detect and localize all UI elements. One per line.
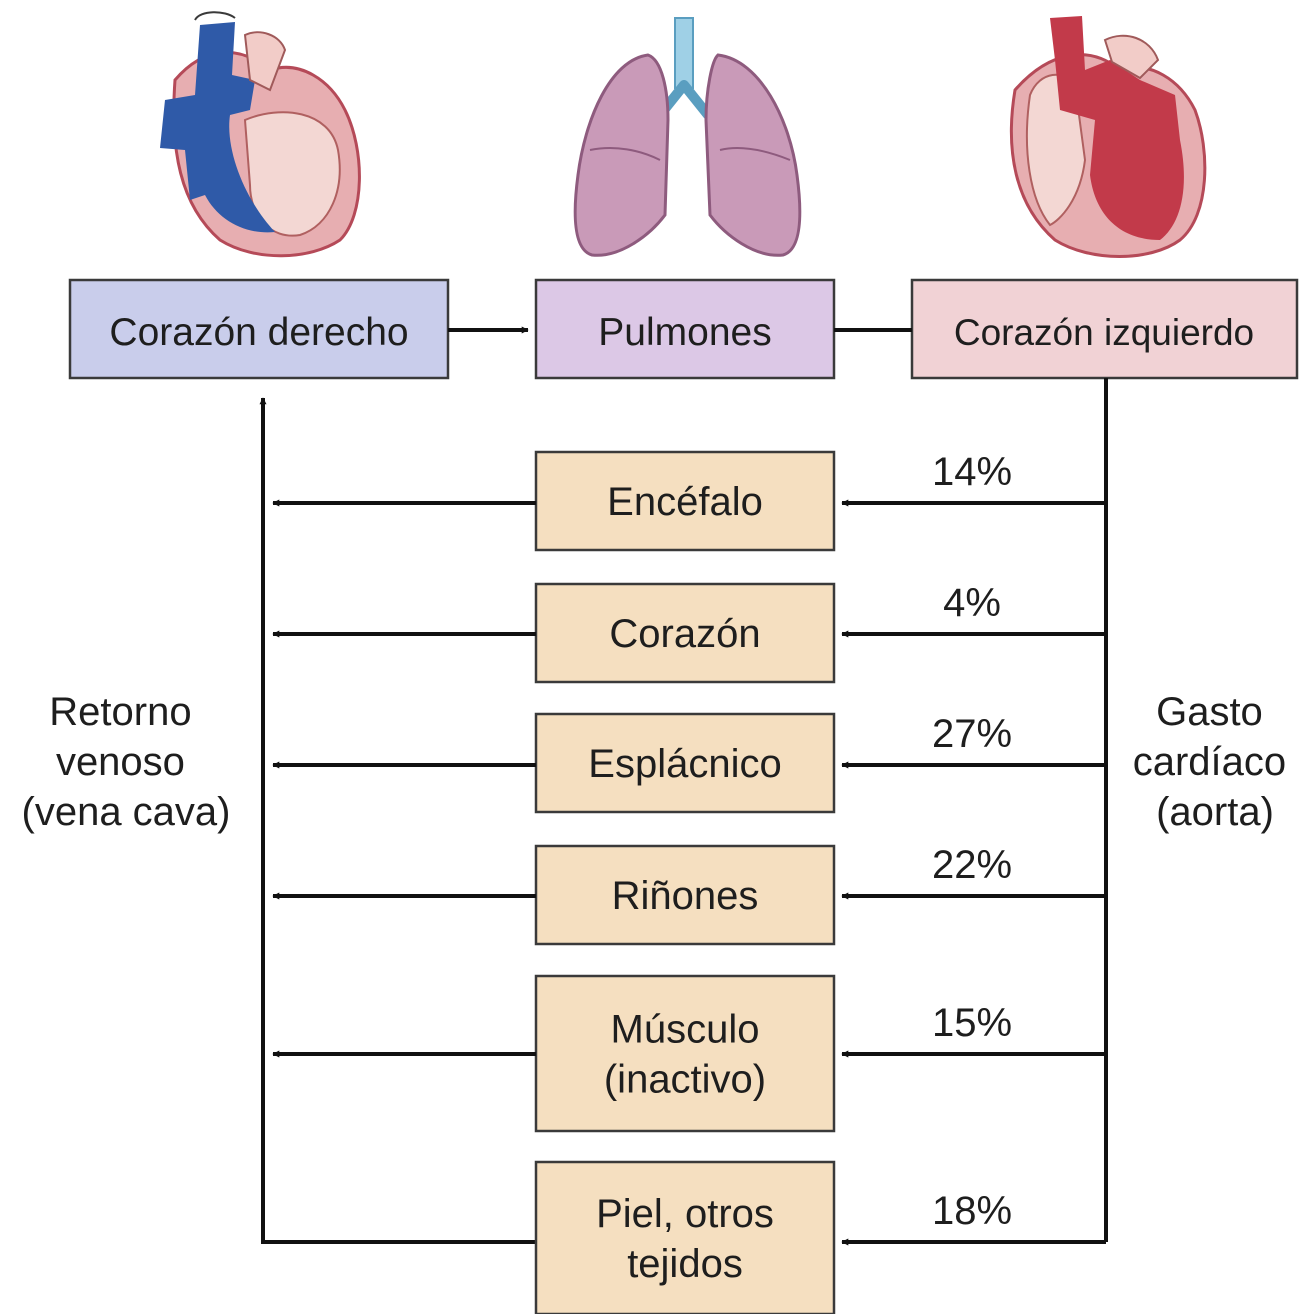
flow-percent-label: 4% <box>943 581 1001 625</box>
right-heart-box: Corazón derecho <box>70 280 448 378</box>
left-heart-box: Corazón izquierdo <box>912 280 1297 378</box>
lungs-illustration <box>575 18 800 255</box>
organ-label: Riñones <box>612 874 759 918</box>
organ-label: (inactivo) <box>604 1058 766 1102</box>
organ-label: Encéfalo <box>607 480 763 524</box>
organ-label: Corazón <box>609 612 760 656</box>
organ-row: Riñones 22% <box>273 843 1106 944</box>
organ-box <box>536 1162 834 1314</box>
organ-row: Músculo (inactivo) 15% <box>273 976 1106 1131</box>
organ-row: Esplácnico 27% <box>273 712 1106 812</box>
left-heart-illustration <box>1011 16 1204 257</box>
cardiac-output-label: Gasto cardíaco (aorta) <box>1133 690 1298 834</box>
organ-label: Esplácnico <box>588 742 781 786</box>
lungs-box: Pulmones <box>536 280 834 378</box>
organ-label: tejidos <box>627 1242 743 1286</box>
flow-percent-label: 18% <box>932 1189 1012 1233</box>
flow-percent-label: 14% <box>932 450 1012 494</box>
flow-percent-label: 15% <box>932 1001 1012 1045</box>
organ-label: Músculo <box>611 1008 760 1052</box>
organ-row: Corazón 4% <box>273 581 1106 682</box>
flow-percent-label: 22% <box>932 843 1012 887</box>
left-heart-label: Corazón izquierdo <box>954 312 1254 353</box>
venous-return-label: Retorno venoso (vena cava) <box>22 690 231 834</box>
vena-cava-trunk <box>263 398 536 1242</box>
organ-row: Encéfalo 14% <box>273 450 1106 550</box>
lungs-label: Pulmones <box>598 311 771 354</box>
organ-row: Piel, otros tejidos 18% <box>536 1162 1106 1314</box>
right-heart-label: Corazón derecho <box>109 311 408 354</box>
flow-percent-label: 27% <box>932 712 1012 756</box>
organ-label: Piel, otros <box>596 1192 774 1236</box>
organ-box <box>536 976 834 1131</box>
organ-rows: Encéfalo 14% Corazón 4% Esplácnico 27% Riñones… <box>273 450 1106 1314</box>
right-heart-illustration <box>160 12 359 256</box>
